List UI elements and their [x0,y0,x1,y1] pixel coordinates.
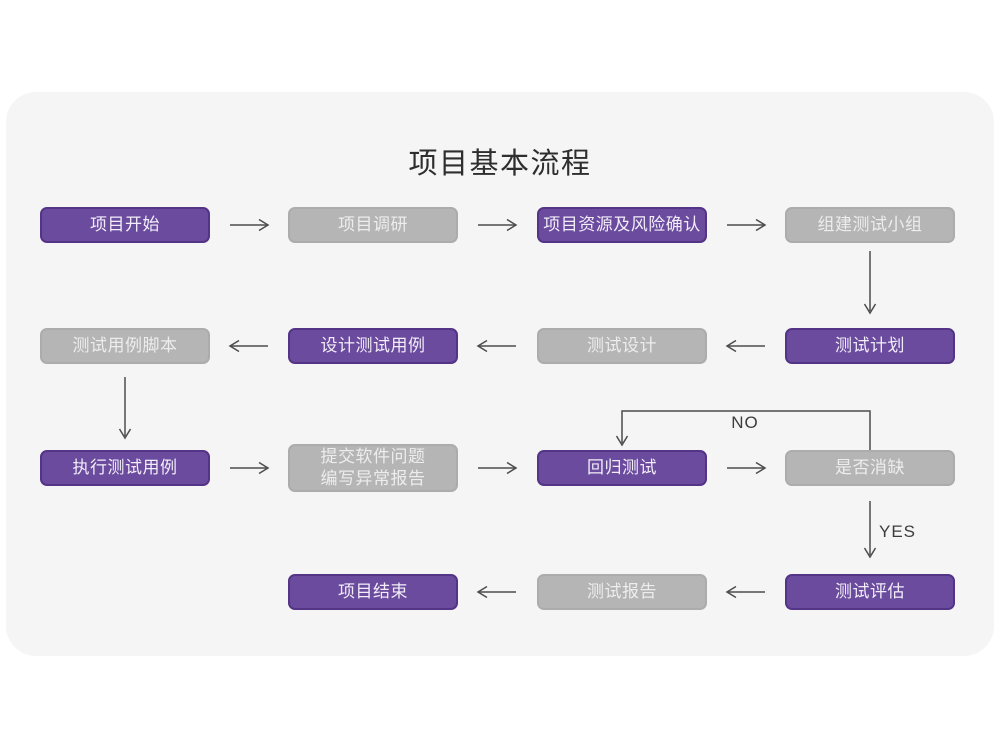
node-regression-test: 回归测试 [537,450,707,486]
node-test-case-script: 测试用例脚本 [40,328,210,364]
node-project-end: 项目结束 [288,574,458,610]
node-defect-resolved: 是否消缺 [785,450,955,486]
node-form-test-team: 组建测试小组 [785,207,955,243]
node-test-evaluation: 测试评估 [785,574,955,610]
edge-label-yes: YES [879,522,917,541]
edge-label-no: NO [731,413,759,432]
node-project-start: 项目开始 [40,207,210,243]
node-project-resources-risk: 项目资源及风险确认 [537,207,707,243]
page-title: 项目基本流程 [408,148,592,180]
node-project-research: 项目调研 [288,207,458,243]
flowchart-card [6,92,994,656]
node-execute-test-cases: 执行测试用例 [40,450,210,486]
node-test-design: 测试设计 [537,328,707,364]
node-test-plan: 测试计划 [785,328,955,364]
node-test-report: 测试报告 [537,574,707,610]
node-submit-issue-report: 提交软件问题 编写异常报告 [288,444,458,492]
node-design-test-cases: 设计测试用例 [288,328,458,364]
